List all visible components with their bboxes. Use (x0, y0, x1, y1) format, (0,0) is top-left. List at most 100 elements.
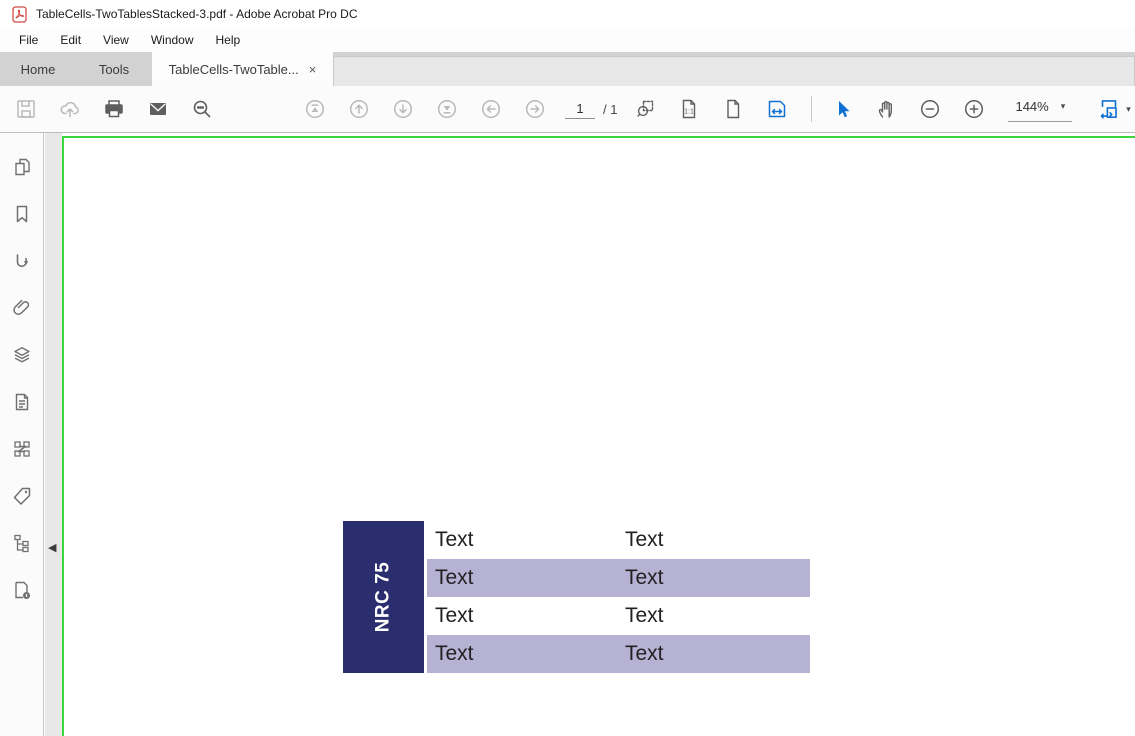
table-row: Text Text (427, 635, 810, 673)
print-button[interactable] (100, 95, 128, 123)
table-cell: Text (625, 642, 664, 665)
page-info-icon (14, 581, 30, 599)
chevron-down-icon: ▾ (1126, 103, 1131, 114)
hand-tool-button[interactable] (872, 95, 900, 123)
actual-size-button[interactable]: 1:1 (675, 95, 703, 123)
next-view-icon (525, 99, 545, 119)
tab-document-label: TableCells-TwoTable... (168, 61, 299, 77)
table-cell: Text (625, 528, 664, 551)
navigation-rail (0, 133, 44, 736)
tag-icon (13, 487, 30, 505)
u-turn-arrow-icon (16, 254, 28, 268)
title-bar: TableCells-TwoTablesStacked-3.pdf - Adob… (0, 0, 1135, 28)
page-thumbnails-icon (14, 158, 30, 176)
go-to-last-page-icon (437, 99, 457, 119)
zoom-in-button[interactable] (960, 95, 988, 123)
fit-width-button[interactable] (763, 95, 791, 123)
window-title: TableCells-TwoTablesStacked-3.pdf - Adob… (36, 7, 358, 21)
save-button[interactable] (12, 95, 40, 123)
next-page-button[interactable] (389, 95, 417, 123)
menu-file[interactable]: File (19, 33, 39, 47)
sidebar-panel-page-info[interactable] (10, 579, 34, 601)
zoom-in-icon (965, 99, 984, 119)
share-upload-button[interactable] (56, 95, 84, 123)
table-row: Text Text (427, 521, 810, 559)
page-content-icon (15, 393, 28, 411)
sidebar-panel-structure[interactable] (10, 532, 34, 554)
menu-bar: File Edit View Window Help (0, 28, 1135, 52)
table-cell: Text (625, 566, 664, 589)
page-number-input[interactable] (565, 99, 595, 119)
menu-help[interactable]: Help (215, 33, 241, 47)
table-header-label: NRC 75 (372, 561, 394, 633)
sidebar-panel-tags[interactable] (10, 485, 34, 507)
order-panel-icon (13, 441, 30, 457)
email-button[interactable] (144, 95, 172, 123)
close-icon[interactable]: × (308, 61, 317, 77)
first-page-button[interactable] (301, 95, 329, 123)
fit-width-icon (769, 100, 786, 118)
table-header-cell: NRC 75 (343, 521, 424, 673)
next-view-button[interactable] (521, 95, 549, 123)
select-tool-button[interactable] (828, 95, 856, 123)
table-cell: Text (435, 528, 474, 551)
hand-tool-icon (879, 100, 893, 118)
next-page-icon (393, 99, 413, 119)
menu-edit[interactable]: Edit (60, 33, 82, 47)
tab-document[interactable]: TableCells-TwoTable... × (152, 52, 333, 86)
last-page-button[interactable] (433, 95, 461, 123)
sidebar-panel-content[interactable] (10, 391, 34, 413)
pdf-page: NRC 75 Text Text Text Text Text Text (62, 136, 1135, 736)
menu-window[interactable]: Window (150, 33, 194, 47)
cloud-upload-icon (60, 101, 79, 118)
layers-icon (13, 347, 30, 363)
go-to-first-page-icon (305, 99, 325, 119)
tab-bar: Home Tools TableCells-TwoTable... × (0, 52, 1135, 86)
sidebar-panel-layers[interactable] (10, 344, 34, 366)
sidebar-panel-bookmarks[interactable] (10, 203, 34, 225)
table-cell: Text (435, 604, 474, 627)
toolbar-separator (811, 96, 813, 122)
structure-tree-icon (13, 534, 29, 553)
zoom-level-dropdown[interactable]: 144% ▾ (1008, 97, 1073, 122)
page-count-label: / 1 (603, 101, 618, 117)
previous-page-button[interactable] (345, 95, 373, 123)
main-toolbar: / 1 1:1 (0, 86, 1135, 133)
print-icon (105, 100, 123, 118)
menu-view[interactable]: View (103, 33, 129, 47)
page-display-dropdown[interactable]: ▾ (1096, 96, 1131, 122)
table-row: Text Text (427, 597, 810, 635)
sidebar-panel-order[interactable] (10, 438, 34, 460)
zoom-out-button[interactable] (916, 95, 944, 123)
table-body: Text Text Text Text Text Text Text Text (427, 521, 810, 673)
tab-tools-label: Tools (98, 61, 130, 77)
find-icon (193, 100, 211, 118)
sidebar-panel-thumbnails[interactable] (10, 156, 34, 178)
table-cell: Text (435, 566, 474, 589)
table-cell: Text (625, 604, 664, 627)
tab-tools[interactable]: Tools (76, 52, 152, 86)
page-display-icon (1100, 100, 1118, 119)
svg-text:1:1: 1:1 (685, 109, 695, 116)
previous-view-button[interactable] (477, 95, 505, 123)
tab-home[interactable]: Home (0, 52, 76, 86)
fit-page-button[interactable] (719, 95, 747, 123)
paperclip-icon (12, 299, 29, 315)
find-button[interactable] (188, 95, 216, 123)
bookmark-icon (16, 205, 27, 223)
tabbar-filler (333, 56, 1135, 86)
fit-page-icon (727, 99, 740, 119)
tab-home-label: Home (20, 61, 56, 77)
marquee-zoom-icon (637, 100, 654, 117)
select-arrow-icon (839, 101, 850, 118)
content-area: ◀ NRC 75 Text Text Text Text (0, 133, 1135, 736)
panel-collapse-icon[interactable]: ◀ (48, 542, 57, 554)
sidebar-panel-u-turn[interactable] (10, 250, 34, 272)
sidebar-panel-attachments[interactable] (10, 297, 34, 319)
marquee-zoom-button[interactable] (631, 95, 659, 123)
zoom-out-icon (921, 99, 940, 119)
save-icon (17, 100, 35, 118)
pdf-file-icon (12, 5, 27, 23)
table-row: Text Text (427, 559, 810, 597)
